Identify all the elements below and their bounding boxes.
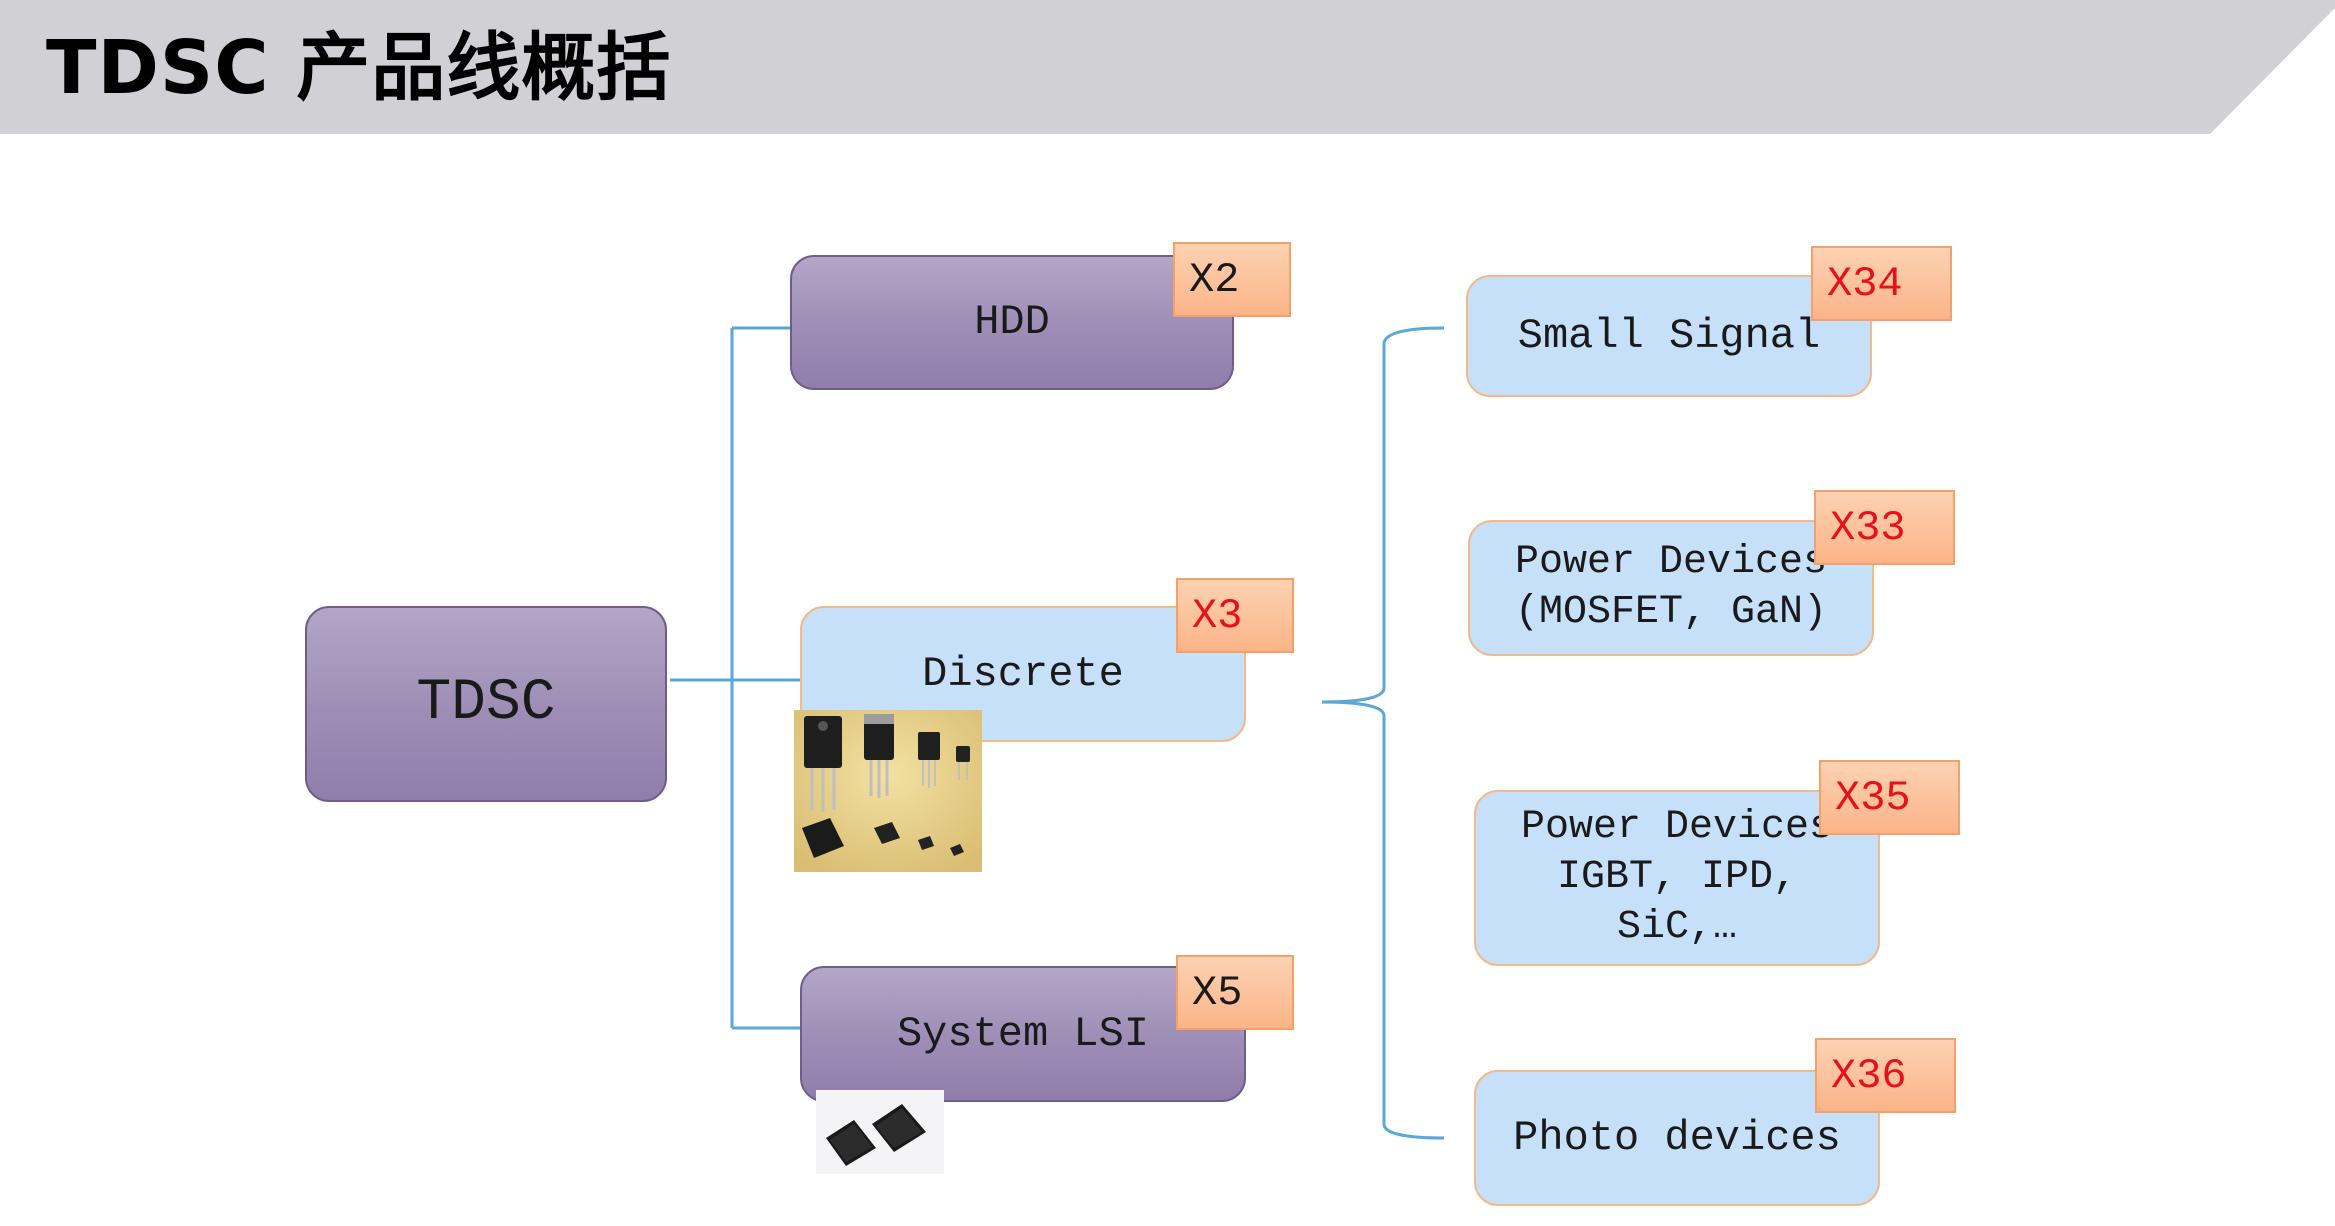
badge-power-devices-mosfet-gan: X33 <box>1814 490 1955 565</box>
badge-discrete: X3 <box>1176 578 1294 653</box>
badge-power-devices-igbt-ipd-sic: X35 <box>1819 760 1960 835</box>
node-discrete[interactable]: Discrete <box>800 606 1246 742</box>
level2-brace <box>1321 326 1445 1140</box>
header-band <box>0 0 2335 134</box>
badge-hdd: X2 <box>1173 242 1291 317</box>
node-photo-devices[interactable]: Photo devices <box>1474 1070 1880 1206</box>
node-hdd[interactable]: HDD <box>790 255 1234 390</box>
node-power-devices-mosfet-gan[interactable]: Power Devices (MOSFET, GaN) <box>1468 520 1874 656</box>
node-small-signal[interactable]: Small Signal <box>1466 275 1872 397</box>
badge-system-lsi: X5 <box>1176 955 1294 1030</box>
node-system-lsi[interactable]: System LSI <box>800 966 1246 1102</box>
node-tdsc[interactable]: TDSC <box>305 606 667 802</box>
lsi-chips-photo-icon <box>816 1090 944 1174</box>
badge-photo-devices: X36 <box>1815 1038 1956 1113</box>
badge-small-signal: X34 <box>1811 246 1952 321</box>
node-power-devices-igbt-ipd-sic[interactable]: Power Devices IGBT, IPD, SiC,… <box>1474 790 1880 966</box>
page-title: TDSC 产品线概括 <box>46 25 672 111</box>
discrete-transistors-photo-icon <box>794 710 982 872</box>
